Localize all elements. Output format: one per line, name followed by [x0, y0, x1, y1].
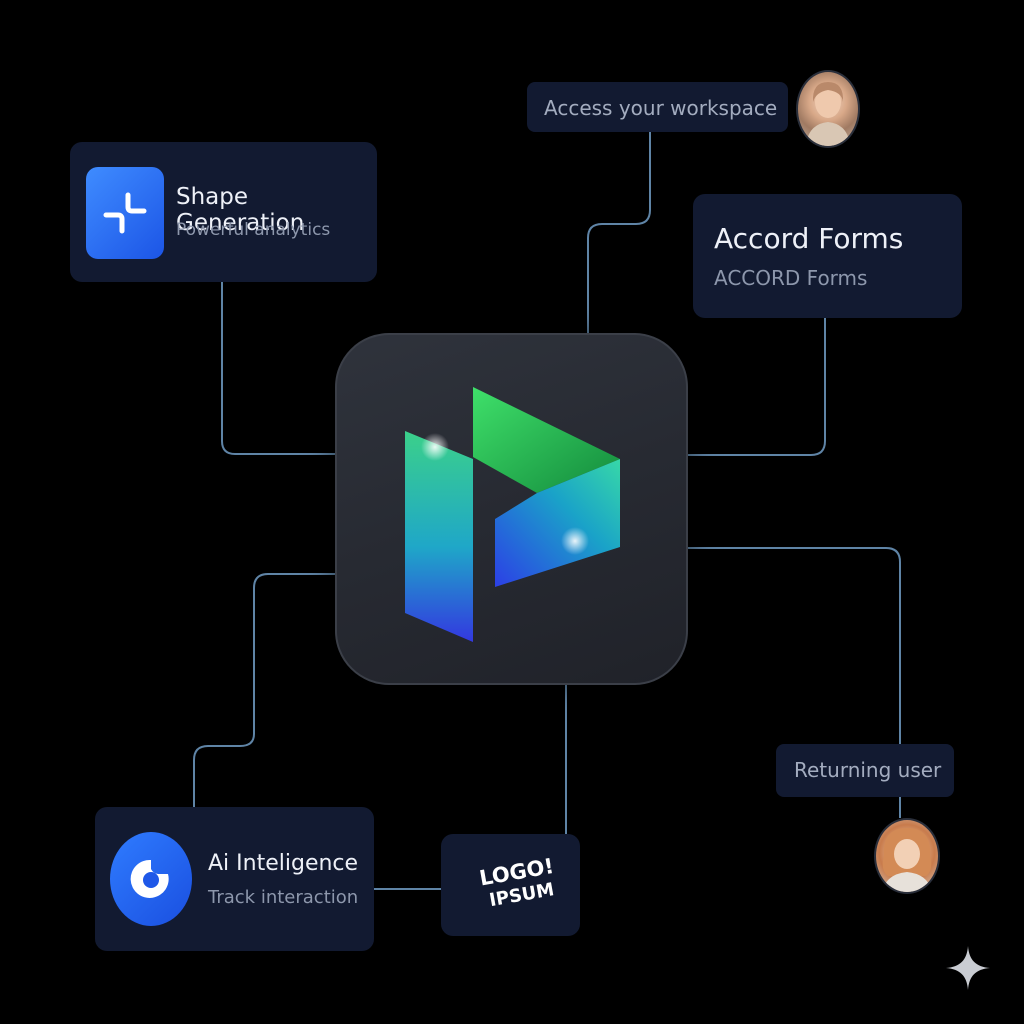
connector-ai — [193, 573, 336, 807]
ai-intelligence-card[interactable]: Ai Inteligence Track interaction — [95, 807, 374, 951]
connector-returning — [688, 547, 901, 744]
ai-icon — [110, 832, 192, 926]
accord-forms-title: Accord Forms — [714, 222, 904, 255]
shape-generation-icon — [86, 167, 164, 259]
connector-shape-generation — [221, 282, 336, 455]
connector-access — [587, 132, 651, 333]
logo-ipsum-card[interactable]: LOGO! IPSUM — [441, 834, 580, 936]
shape-generation-subtitle: Powerful analytics — [176, 220, 331, 240]
access-workspace-card[interactable]: Access your workspace — [527, 82, 788, 132]
center-app-tile[interactable] — [335, 333, 688, 685]
shape-generation-title: Shape Generation — [176, 184, 305, 236]
returning-user-card[interactable]: Returning user — [776, 744, 954, 797]
accord-forms-subtitle: ACCORD Forms — [714, 266, 868, 290]
user-avatar-bottom — [874, 818, 940, 894]
shape-generation-card[interactable]: Shape Generation Powerful analytics — [70, 142, 377, 282]
ai-intelligence-subtitle: Track interaction — [208, 887, 359, 908]
returning-user-label: Returning user — [794, 758, 942, 782]
p-logo-icon — [405, 387, 620, 642]
connector-accord — [688, 318, 826, 456]
sparkle-icon — [946, 946, 990, 990]
logo-ipsum-icon: LOGO! IPSUM — [478, 854, 556, 911]
accord-forms-card[interactable]: Accord Forms ACCORD Forms — [693, 194, 962, 318]
ai-intelligence-title: Ai Inteligence — [208, 851, 359, 876]
user-avatar-top — [796, 70, 860, 148]
access-workspace-label: Access your workspace — [544, 96, 778, 120]
